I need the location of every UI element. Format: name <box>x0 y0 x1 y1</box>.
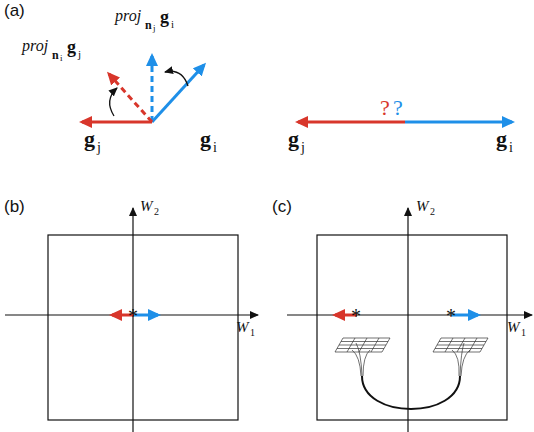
gradient-arrow <box>82 121 152 124</box>
question-mark: ? <box>393 97 403 119</box>
projection-subscript: n <box>145 19 152 31</box>
vector-subscript: i <box>509 141 513 155</box>
question-mark: ? <box>380 97 390 119</box>
gradient-arrow <box>405 121 512 124</box>
axis-label: W <box>140 199 153 214</box>
projection-subscript: n <box>52 49 59 61</box>
projection-subscript: j <box>78 49 81 60</box>
gradient-arrow <box>298 121 405 124</box>
connecting-path <box>362 376 460 409</box>
axis-label: W <box>507 320 520 335</box>
axis <box>287 314 532 315</box>
projection-arrow <box>109 74 152 122</box>
loss-funnel <box>335 338 390 376</box>
projection-subscript: j <box>153 24 156 33</box>
projection-label: proj <box>115 8 141 24</box>
projection-subscript: i <box>171 19 174 30</box>
minimum-marker: * <box>446 306 456 326</box>
projection-arrow <box>151 56 154 122</box>
weight-space-box <box>48 235 238 420</box>
panel-label: (c) <box>272 198 292 215</box>
axis-subscript: 2 <box>430 207 435 217</box>
projection-label: proj <box>22 38 48 54</box>
projection-label: g <box>67 38 76 56</box>
rotation-arrow <box>110 88 117 116</box>
minimum-marker: * <box>128 306 138 326</box>
axis-subscript: 1 <box>250 328 255 338</box>
projection-label: g <box>160 8 169 26</box>
axis-label: W <box>236 320 249 335</box>
vector-label: g <box>288 128 299 150</box>
gradient-arrow <box>152 65 204 122</box>
weight-space-box <box>317 235 507 420</box>
vector-label: g <box>84 128 95 150</box>
panel-label: (b) <box>4 198 25 215</box>
panel-label: (a) <box>4 2 25 19</box>
vector-subscript: j <box>301 141 305 155</box>
vector-subscript: i <box>213 141 217 155</box>
vector-label: g <box>200 128 211 150</box>
projection-subscript: i <box>60 54 63 63</box>
vector-subscript: j <box>97 141 101 155</box>
vector-label: g <box>496 128 507 150</box>
axis-label: W <box>416 199 429 214</box>
loss-funnel <box>433 338 488 376</box>
axis-subscript: 2 <box>154 207 159 217</box>
rotation-arrow <box>165 71 188 86</box>
minimum-marker: * <box>351 306 361 326</box>
axis-subscript: 1 <box>521 328 526 338</box>
axis <box>407 208 408 432</box>
